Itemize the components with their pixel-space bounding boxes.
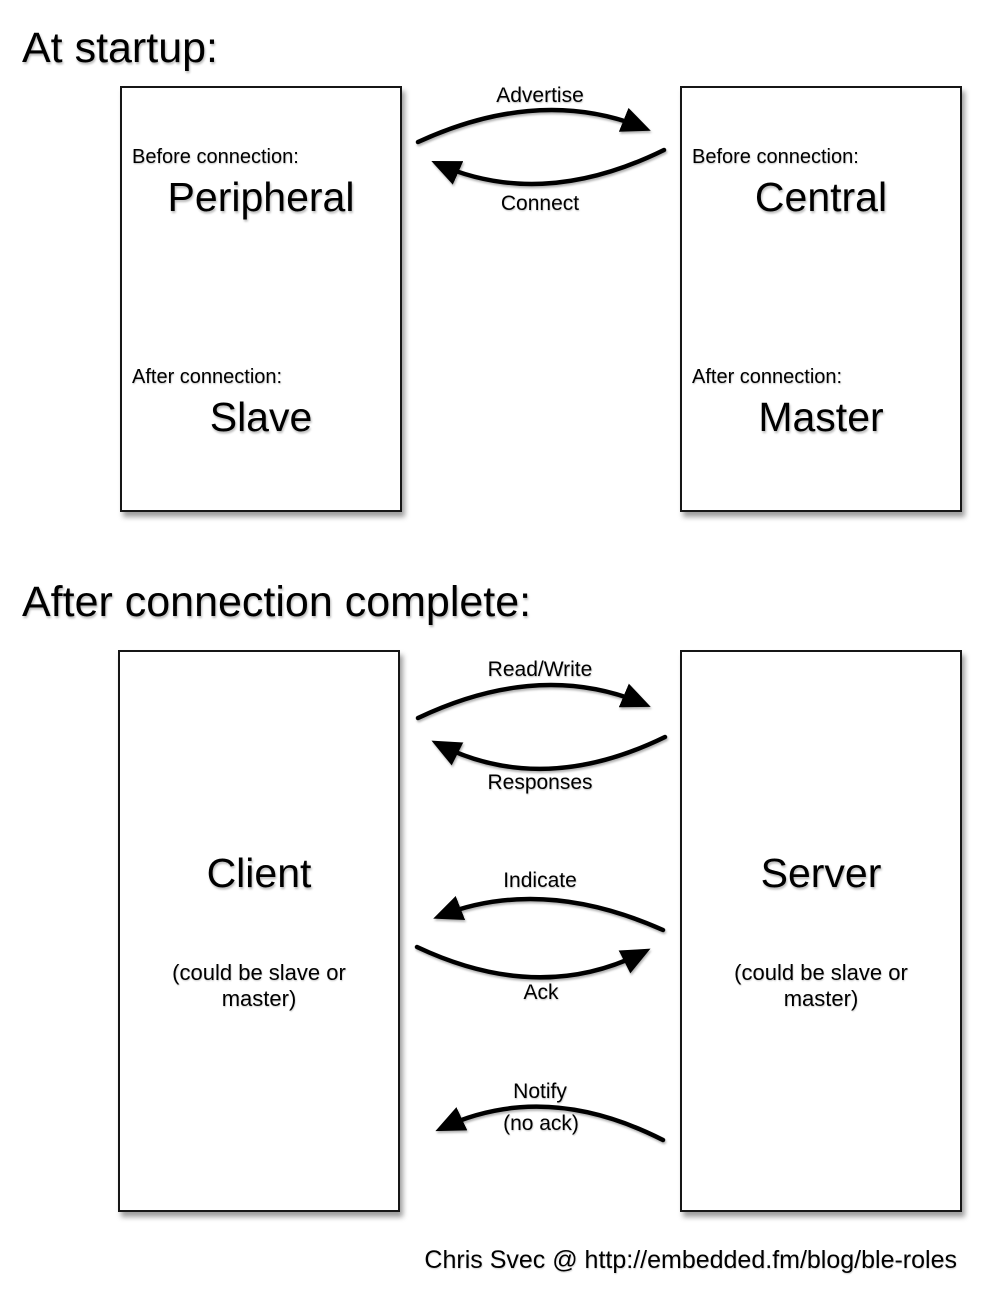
section-heading-after-connection: After connection complete: (22, 578, 532, 626)
client-note: (could be slave or master) (172, 960, 346, 1011)
ack-arrow-icon (414, 944, 651, 980)
server-role: Server (760, 850, 882, 896)
client-role: Client (206, 850, 312, 896)
ack-arrow-label: Ack (523, 981, 559, 1004)
read-write-arrow-icon (415, 682, 651, 721)
notify-no-ack-label: (no ack) (503, 1112, 579, 1135)
master-role: Master (758, 394, 884, 440)
connect-arrow-label: Connect (500, 192, 580, 215)
responses-arrow-icon (431, 734, 668, 771)
client-box: Client (could be slave or master) (118, 650, 400, 1212)
advertise-arrow-icon (415, 107, 651, 145)
peripheral-role: Peripheral (167, 174, 355, 220)
peripheral-before-label: Before connection: (132, 146, 299, 168)
attribution-text: Chris Svec @ http://embedded.fm/blog/ble… (424, 1246, 957, 1274)
server-note: (could be slave or master) (734, 960, 908, 1011)
central-box: Before connection: Central After connect… (680, 86, 962, 512)
peripheral-after-label: After connection: (132, 366, 283, 388)
central-before-label: Before connection: (692, 146, 859, 168)
peripheral-box: Before connection: Peripheral After conn… (120, 86, 402, 512)
indicate-arrow-icon (433, 896, 666, 933)
responses-arrow-label: Responses (487, 771, 593, 794)
read-write-arrow-label: Read/Write (487, 658, 593, 681)
indicate-arrow-label: Indicate (503, 869, 577, 892)
notify-arrow-label: Notify (513, 1080, 567, 1103)
advertise-arrow-label: Advertise (496, 84, 584, 107)
server-box: Server (could be slave or master) (680, 650, 962, 1212)
central-after-label: After connection: (692, 366, 843, 388)
central-role: Central (754, 174, 888, 220)
section-heading-at-startup: At startup: (22, 24, 218, 72)
connect-arrow-icon (431, 147, 667, 187)
slave-role: Slave (209, 394, 313, 440)
